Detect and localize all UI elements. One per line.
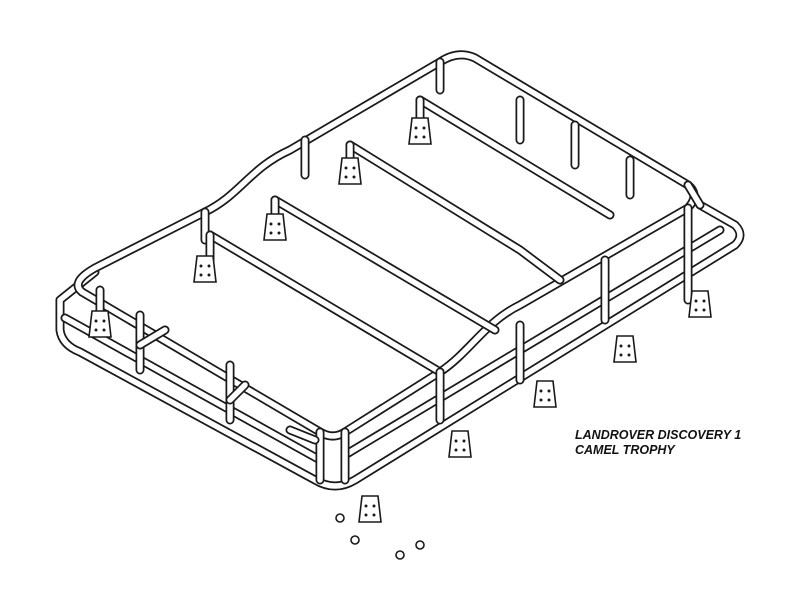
bolt-hardware bbox=[415, 540, 425, 550]
mounting-foot bbox=[448, 430, 472, 458]
caption-edition: CAMEL TROPHY bbox=[575, 443, 675, 457]
mounting-foot bbox=[263, 213, 287, 241]
mounting-foot bbox=[88, 310, 112, 338]
bolt-hardware bbox=[350, 535, 360, 545]
diagram-caption: LANDROVER DISCOVERY 1 CAMEL TROPHY bbox=[575, 428, 741, 458]
bolt-hardware bbox=[335, 513, 345, 523]
mounting-foot bbox=[193, 255, 217, 283]
caption-model: LANDROVER DISCOVERY 1 bbox=[575, 428, 742, 442]
mounting-foot bbox=[358, 495, 382, 523]
mounting-foot bbox=[613, 335, 637, 363]
mounting-foot bbox=[688, 290, 712, 318]
bolt-hardware bbox=[395, 550, 405, 560]
mounting-foot bbox=[338, 157, 362, 185]
mounting-foot bbox=[533, 380, 557, 408]
mounting-foot bbox=[408, 117, 432, 145]
